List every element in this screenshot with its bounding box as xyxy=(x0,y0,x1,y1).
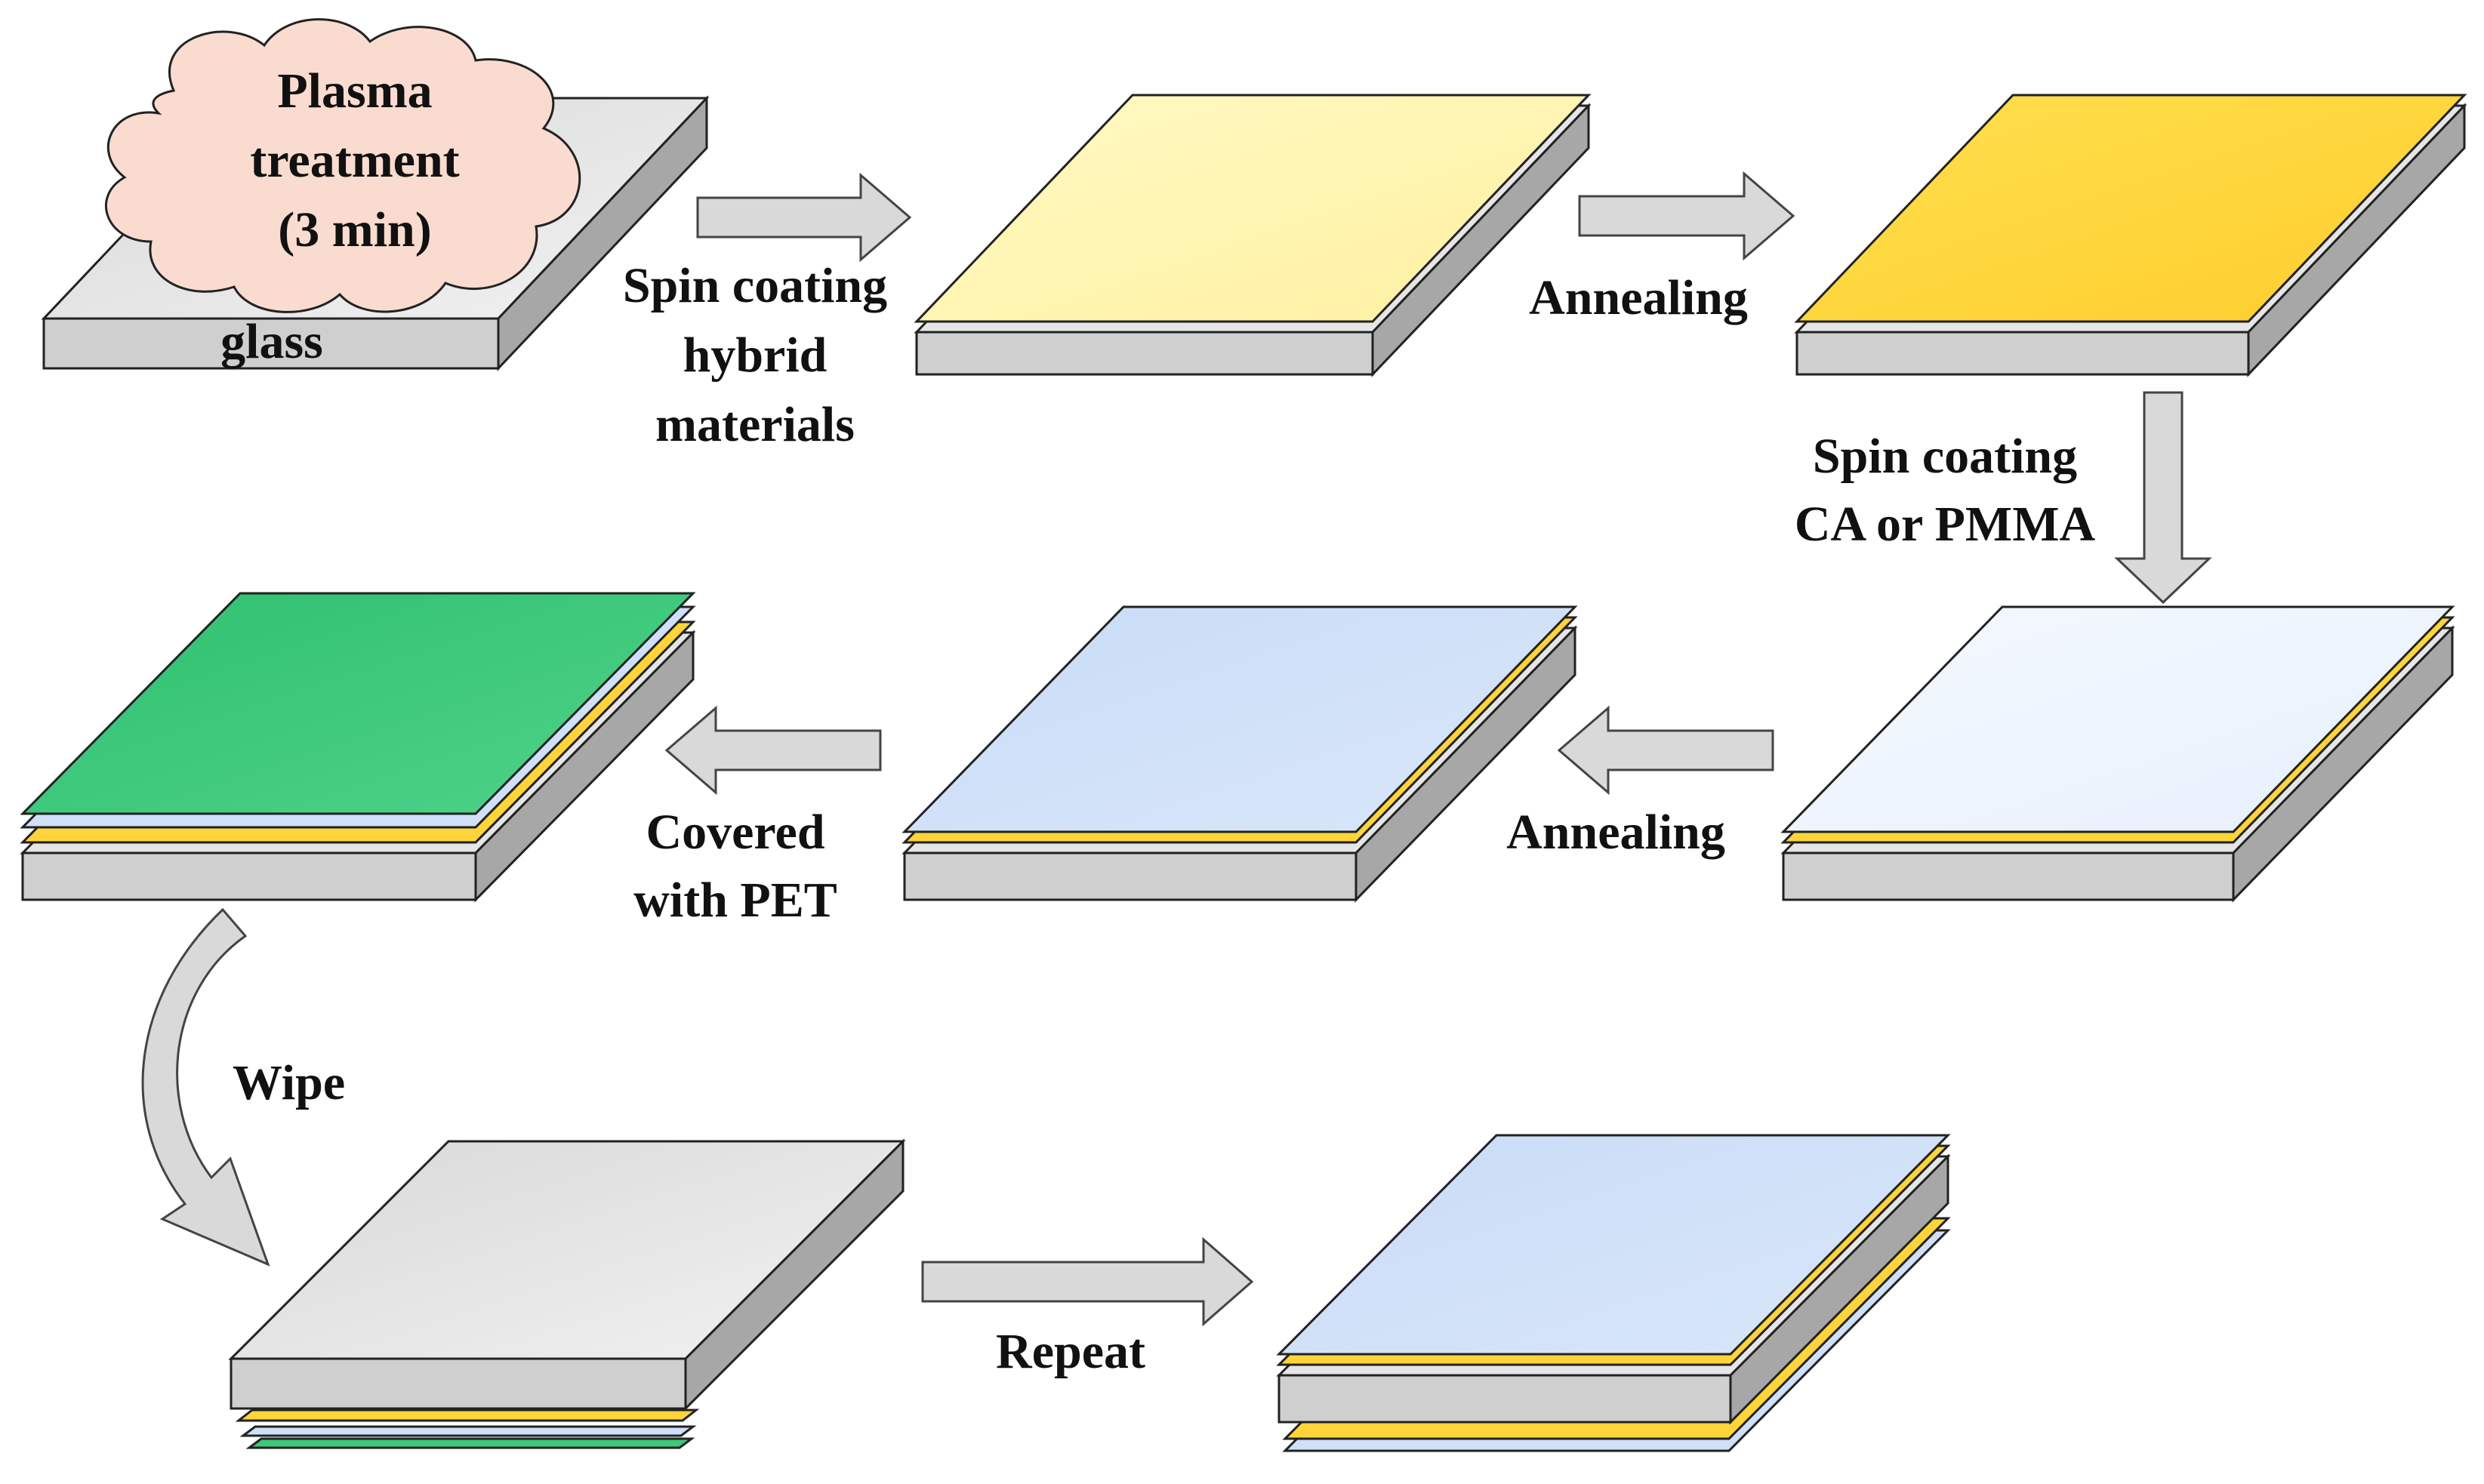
stage-pet-covered xyxy=(20,592,696,903)
pet-layer xyxy=(20,592,696,815)
stage-annealed-hybrid xyxy=(1794,94,2467,377)
stage-final-stack xyxy=(1276,1134,1951,1452)
stage-hybrid-coated xyxy=(914,94,1592,377)
arrow-annealing-2 xyxy=(1557,705,1774,796)
glass-label: glass xyxy=(220,314,323,369)
final-top-layer xyxy=(1276,1134,1951,1356)
label-spin-ca-line-1: Spin coating xyxy=(1813,429,2077,484)
label-covered-line-2: with PET xyxy=(633,873,837,928)
stage-annealed-ca-pmma xyxy=(901,605,1578,903)
label-spin-coating-line-3: materials xyxy=(655,397,855,452)
label-spin-coating-line-2: hybrid xyxy=(683,328,827,383)
plasma-label-line-2: treatment xyxy=(250,133,459,188)
arrow-covered-pet xyxy=(664,705,882,796)
arrow-spin-coating-hybrid xyxy=(696,172,912,263)
label-covered-line-1: Covered xyxy=(646,805,824,860)
annealed-hybrid-layer xyxy=(1794,94,2467,323)
cloud-shape xyxy=(105,18,581,313)
arrow-annealing-1 xyxy=(1578,171,1795,261)
label-wipe: Wipe xyxy=(233,1055,345,1110)
label-repeat: Repeat xyxy=(996,1324,1145,1379)
arrow-spin-coating-ca xyxy=(2114,391,2212,605)
hybrid-layer xyxy=(914,94,1592,323)
plasma-treatment-cloud: Plasma treatment (3 min) xyxy=(105,18,581,313)
label-annealing-1: Annealing xyxy=(1529,270,1748,325)
stage-flipped xyxy=(228,1138,906,1449)
label-spin-coating-line-1: Spin coating xyxy=(623,258,887,313)
arrow-repeat xyxy=(921,1236,1254,1327)
plasma-label-line-1: Plasma xyxy=(277,63,432,119)
glass-side-face xyxy=(497,95,708,371)
label-annealing-2: Annealing xyxy=(1506,805,1725,860)
arrow-wipe xyxy=(141,907,270,1267)
annealed-ca-pmma-layer xyxy=(901,605,1578,833)
plasma-label-line-3: (3 min) xyxy=(278,202,431,257)
label-spin-ca-line-2: CA or PMMA xyxy=(1795,497,2096,552)
ca-pmma-layer xyxy=(1780,605,2455,833)
stage-ca-pmma-coated xyxy=(1780,605,2455,903)
